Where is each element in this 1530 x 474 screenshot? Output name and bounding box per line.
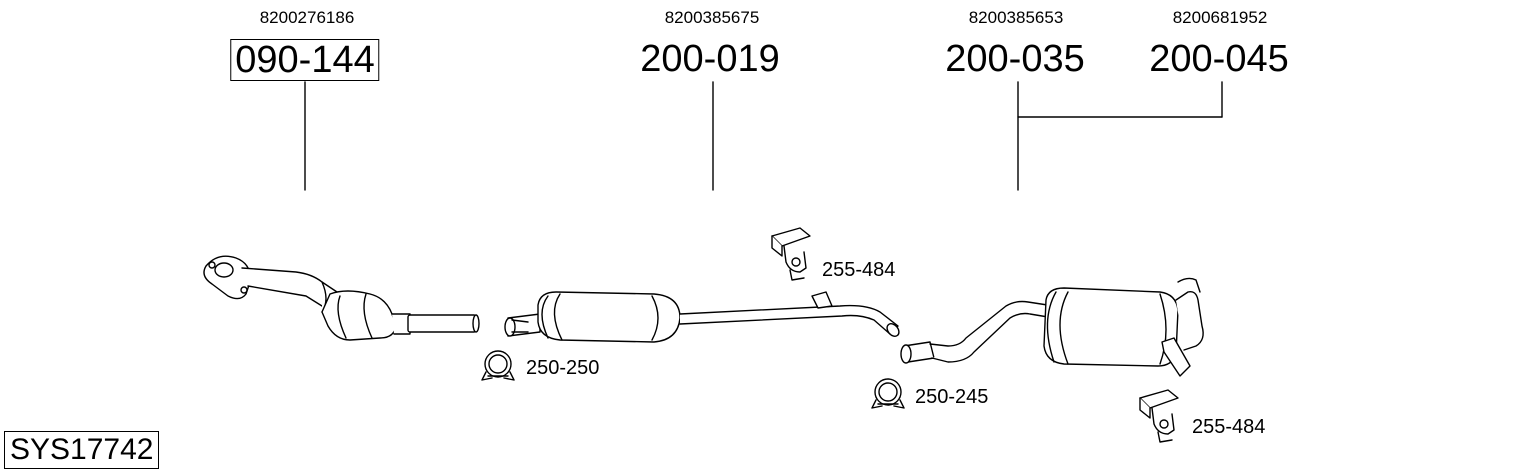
part-number-label: 200-045 [1149,38,1289,80]
center-muffler [504,291,900,343]
accessory-label: 255-484 [1192,416,1266,438]
oem-number: 8200276186 [259,8,355,27]
accessory-label: 255-484 [822,259,896,281]
oem-number: 8200385675 [664,8,760,27]
hanger-icon [771,227,811,281]
part-number-label: 200-019 [640,38,780,80]
accessory-label: 250-250 [526,357,600,379]
system-code-label: SYS17742 [4,431,160,469]
rear-muffler [900,277,1204,377]
accessory-label: 250-245 [915,386,989,408]
leader-line-200-035-200-045 [1017,81,1223,191]
clamp-icon [481,350,515,381]
part-number-label: 200-035 [945,38,1085,80]
catalytic-converter-front-pipe [203,255,480,341]
part-number-label: 090-144 [230,39,380,81]
oem-number: 8200681952 [1172,8,1268,27]
clamp-icon [871,378,905,409]
oem-number: 8200385653 [968,8,1064,27]
hanger-icon [1139,389,1179,443]
